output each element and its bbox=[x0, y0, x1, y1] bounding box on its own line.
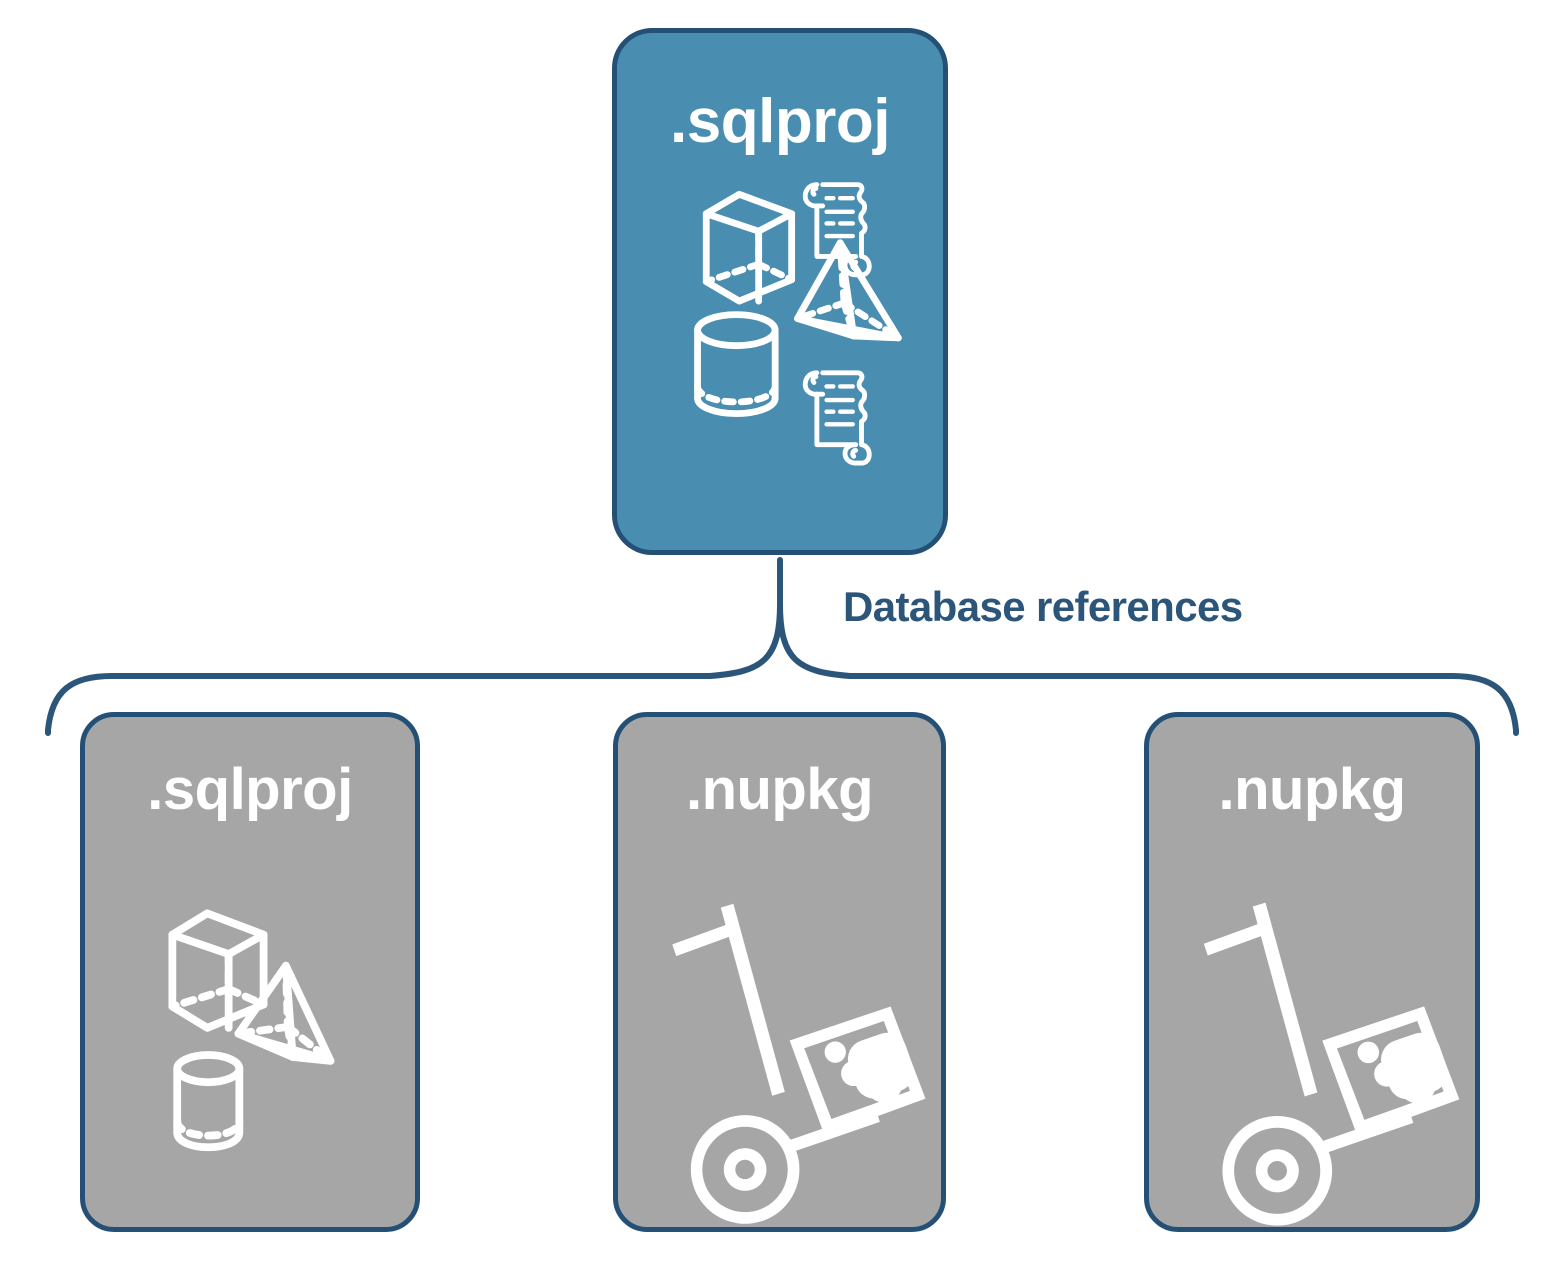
nupkg-artwork-1 bbox=[618, 819, 941, 1227]
node-sqlproj-root[interactable]: .sqlproj bbox=[612, 28, 948, 555]
nupkg-artwork-2 bbox=[1149, 819, 1475, 1227]
nuget-package-dolly-icon bbox=[1203, 902, 1460, 1226]
cube-wireframe-icon bbox=[168, 909, 268, 1032]
script-scroll-icon bbox=[802, 182, 872, 278]
node-reference-nupkg-2[interactable]: .nupkg bbox=[1144, 712, 1480, 1232]
nuget-package-dolly-icon bbox=[672, 903, 926, 1224]
node-title: .nupkg bbox=[1218, 757, 1406, 822]
pyramid-wireframe-icon bbox=[794, 239, 902, 342]
node-reference-nupkg-1[interactable]: .nupkg bbox=[613, 712, 946, 1232]
node-title: .sqlproj bbox=[147, 757, 353, 822]
node-title: .sqlproj bbox=[670, 87, 890, 156]
node-reference-sqlproj[interactable]: .sqlproj bbox=[80, 712, 420, 1232]
pyramid-wireframe-icon bbox=[234, 961, 335, 1065]
node-title: .nupkg bbox=[685, 757, 874, 822]
script-scroll-icon bbox=[802, 370, 872, 466]
cylinder-wireframe-icon bbox=[694, 311, 779, 417]
sqlproj-root-artwork bbox=[617, 153, 943, 550]
cylinder-wireframe-icon bbox=[173, 1051, 244, 1152]
database-references-label: Database references bbox=[843, 583, 1243, 630]
sqlproj-reference-artwork bbox=[85, 819, 415, 1227]
cube-wireframe-icon bbox=[702, 190, 796, 305]
